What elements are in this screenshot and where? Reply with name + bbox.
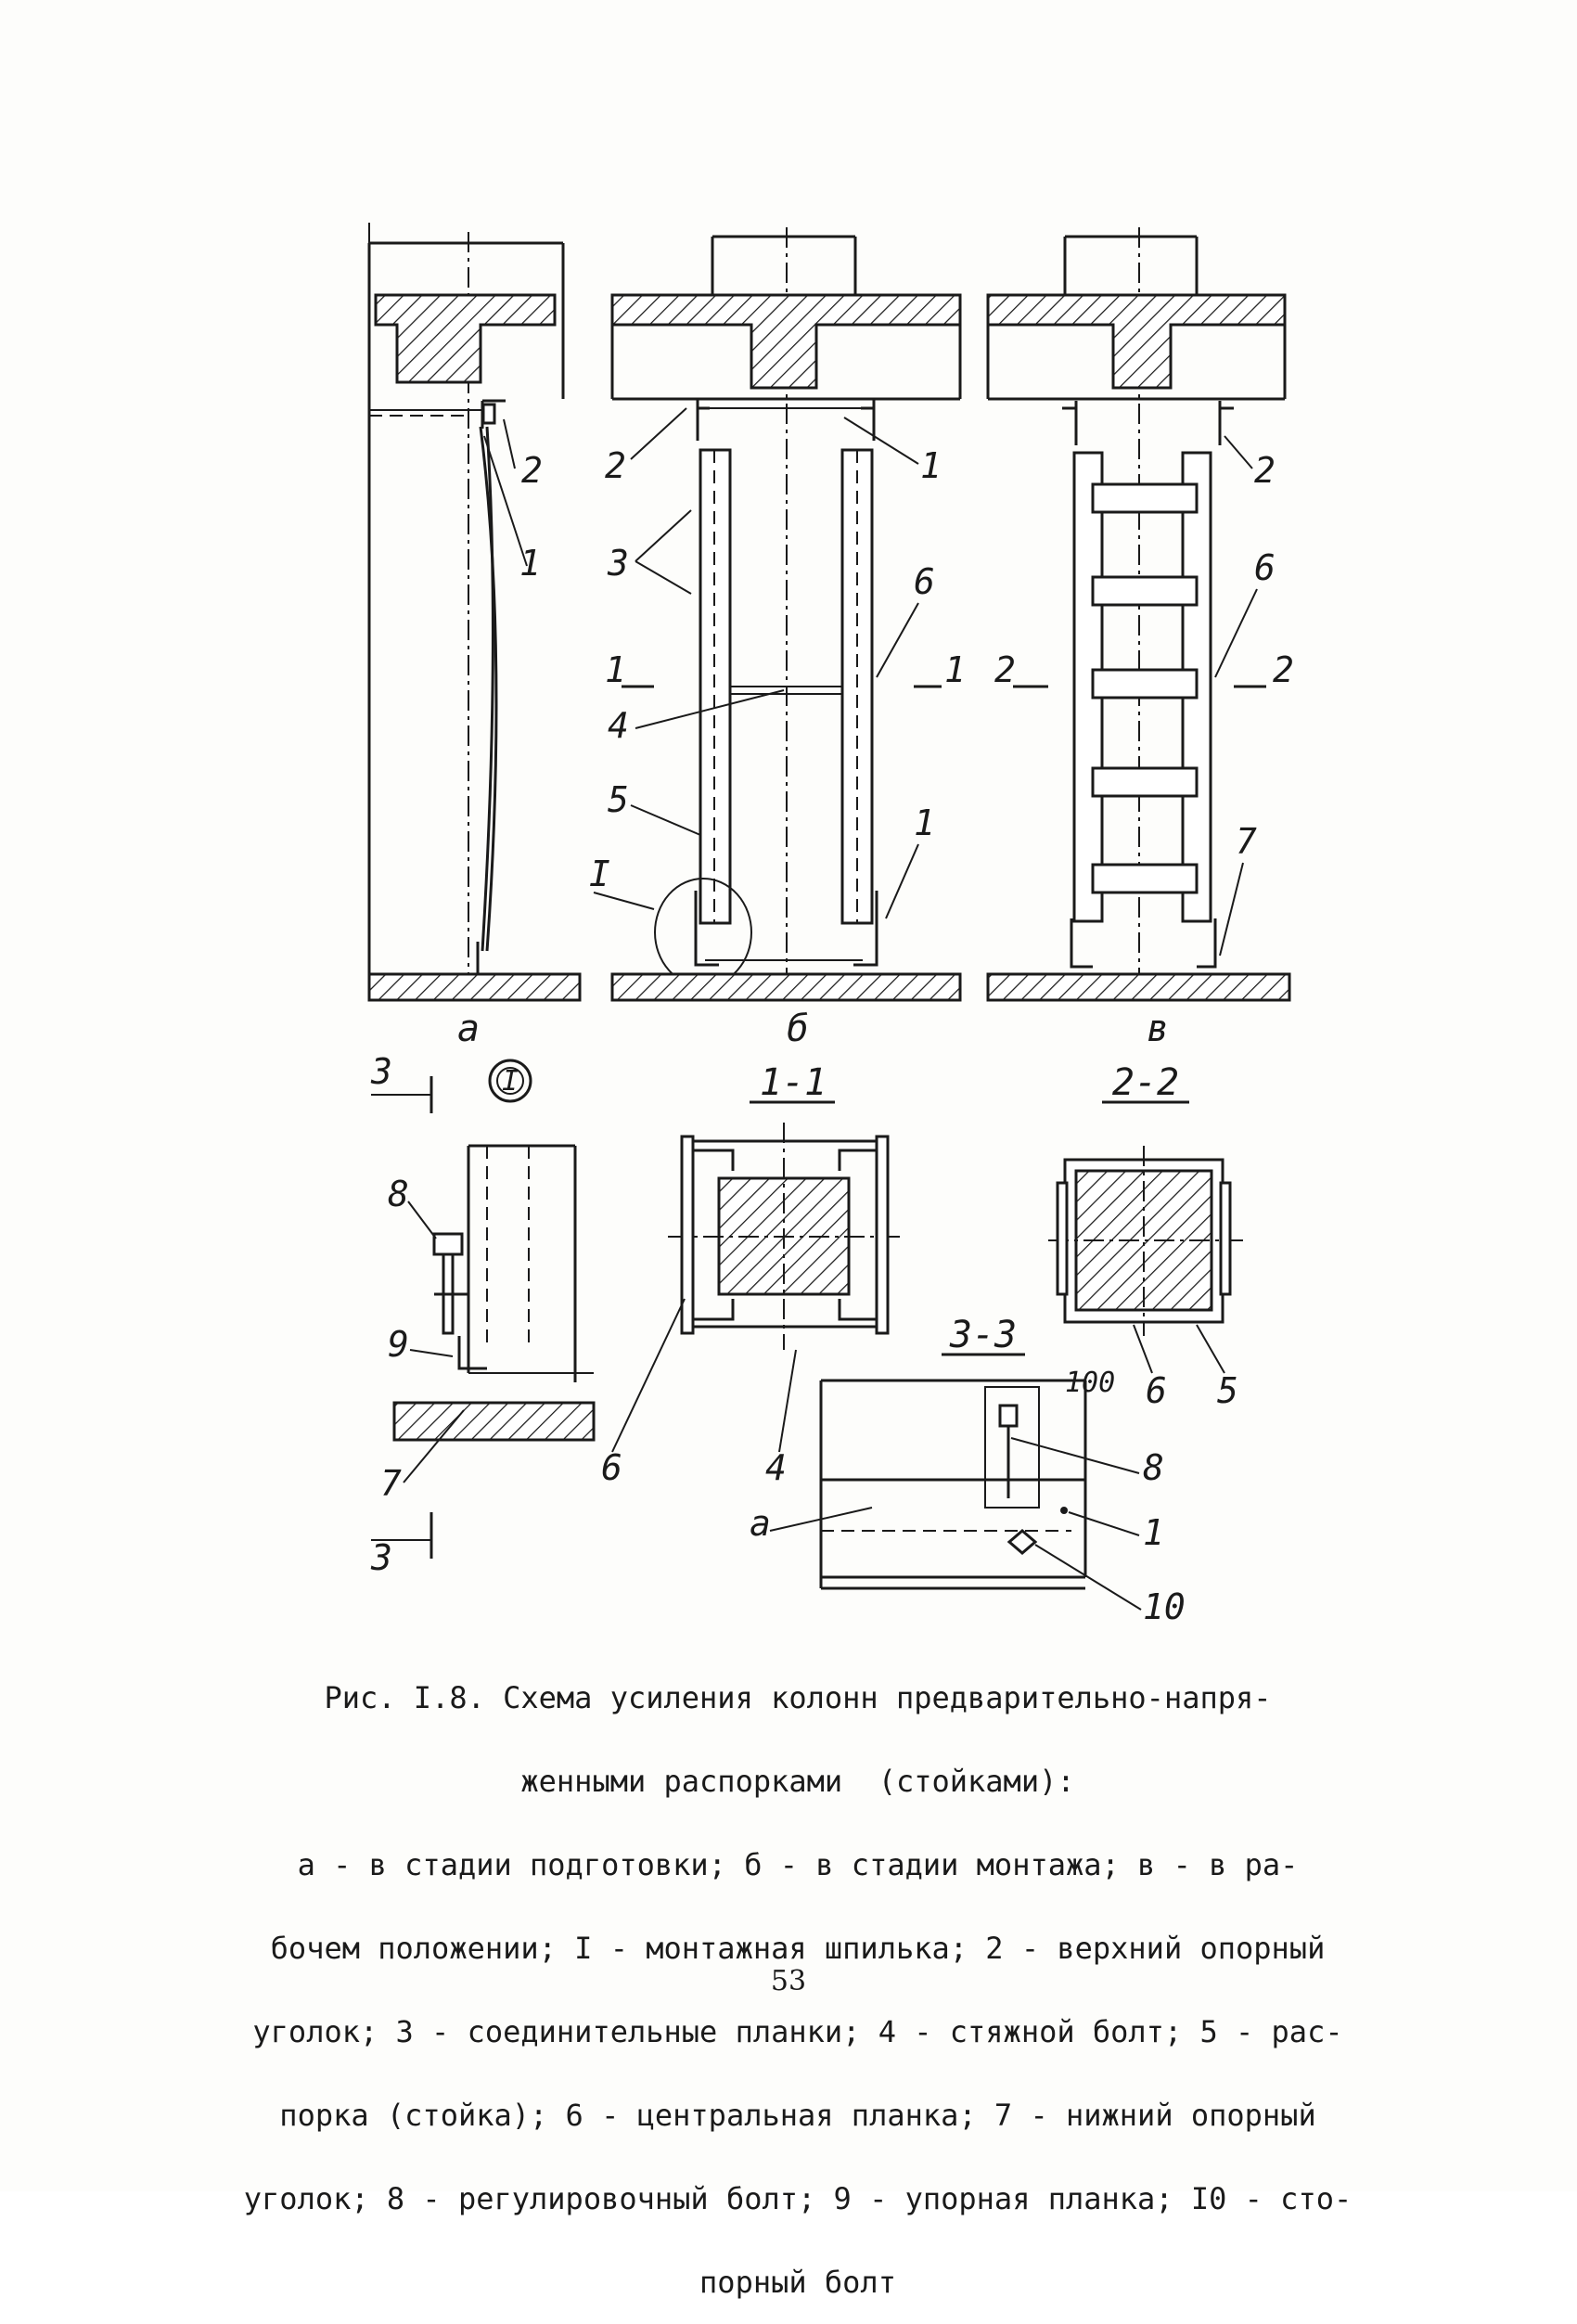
caption-line-1: Рис. I.8. Схема усиления колонн предвари… xyxy=(324,1680,1272,1715)
caption-line-8: порный болт xyxy=(699,2265,896,2300)
marker-3-top: 3 xyxy=(370,1051,392,1092)
detail-mark: I xyxy=(502,1065,519,1098)
view-label-a: а xyxy=(457,1008,480,1050)
callout-2-b: 2 xyxy=(605,445,626,486)
callout-7-detail: 7 xyxy=(380,1463,402,1504)
callout-9-detail: 9 xyxy=(388,1324,409,1365)
callout-3-b: 3 xyxy=(607,543,629,584)
section-3-3 xyxy=(819,1379,1087,1590)
section-title-2-2: 2-2 xyxy=(1112,1061,1179,1104)
callout-4-b: 4 xyxy=(608,705,629,746)
marker-2-left: 2 xyxy=(994,649,1016,690)
callout-5-b: 5 xyxy=(608,779,629,820)
callout-6-b: 6 xyxy=(914,561,935,602)
view-label-c: в xyxy=(1147,1008,1169,1050)
detail-I xyxy=(371,1076,596,1559)
callout-8-s33: 8 xyxy=(1143,1447,1164,1488)
callout-1-s33: 1 xyxy=(1143,1512,1164,1553)
section-2-2 xyxy=(1048,1146,1243,1336)
callout-5-s22: 5 xyxy=(1217,1370,1238,1411)
callout-I-b: I xyxy=(589,854,610,894)
view-labels: а б в xyxy=(457,1008,1169,1050)
callout-a-s33: а xyxy=(750,1503,771,1544)
callout-2-c: 2 xyxy=(1254,450,1276,491)
figure-drawing: а б в 1-1 2-2 3-3 I 1 1 2 2 3 3 2 1 2 1 … xyxy=(367,223,1294,1627)
view-b xyxy=(610,227,962,1002)
page: а б в 1-1 2-2 3-3 I 1 1 2 2 3 3 2 1 2 1 … xyxy=(243,223,1353,2297)
caption-line-5: уголок; 3 - соединительные планки; 4 - с… xyxy=(252,2014,1343,2049)
section-title-3-3: 3-3 xyxy=(949,1314,1017,1356)
callout-2-a: 2 xyxy=(521,450,543,491)
view-c xyxy=(986,227,1291,1002)
callout-dim-100: 100 xyxy=(1065,1367,1115,1399)
caption-line-4: бочем положении; I - монтажная шпилька; … xyxy=(270,1931,1326,1966)
callout-7-c: 7 xyxy=(1236,821,1257,862)
callout-8-detail: 8 xyxy=(388,1174,409,1214)
callout-6-detail: 6 xyxy=(601,1447,622,1488)
callout-1-b-top: 1 xyxy=(920,445,942,486)
view-label-b: б xyxy=(787,1008,809,1050)
page-number: 53 xyxy=(770,1965,807,1997)
caption-line-2: женными распорками (стойками): xyxy=(520,1764,1075,1799)
section-title-1-1: 1-1 xyxy=(760,1061,827,1104)
marker-1-right: 1 xyxy=(944,649,966,690)
caption-line-3: а - в стадии подготовки; б - в стадии мо… xyxy=(297,1847,1299,1882)
caption-line-6: порка (стойка); 6 - центральная планка; … xyxy=(279,2098,1316,2133)
section-1-1 xyxy=(668,1123,904,1350)
view-a xyxy=(367,223,582,1002)
callout-1-a: 1 xyxy=(519,543,541,584)
callout-6-s22: 6 xyxy=(1146,1370,1167,1411)
callout-10-s33: 10 xyxy=(1143,1586,1186,1627)
section-titles: 1-1 2-2 3-3 I xyxy=(488,1059,1189,1356)
section-markers: 1 1 2 2 3 3 xyxy=(370,649,1294,1578)
caption-line-7: уголок; 8 - регулировочный болт; 9 - упо… xyxy=(243,2181,1353,2216)
callout-4-s11: 4 xyxy=(765,1447,787,1488)
marker-3-bottom: 3 xyxy=(370,1537,392,1578)
callout-6-c: 6 xyxy=(1254,547,1276,588)
marker-1-left: 1 xyxy=(605,649,626,690)
callout-1-b-bottom: 1 xyxy=(914,802,935,843)
callouts: 2 1 2 1 3 6 4 5 1 I 2 6 7 8 9 7 6 xyxy=(380,407,1276,1627)
marker-2-right: 2 xyxy=(1273,649,1294,690)
